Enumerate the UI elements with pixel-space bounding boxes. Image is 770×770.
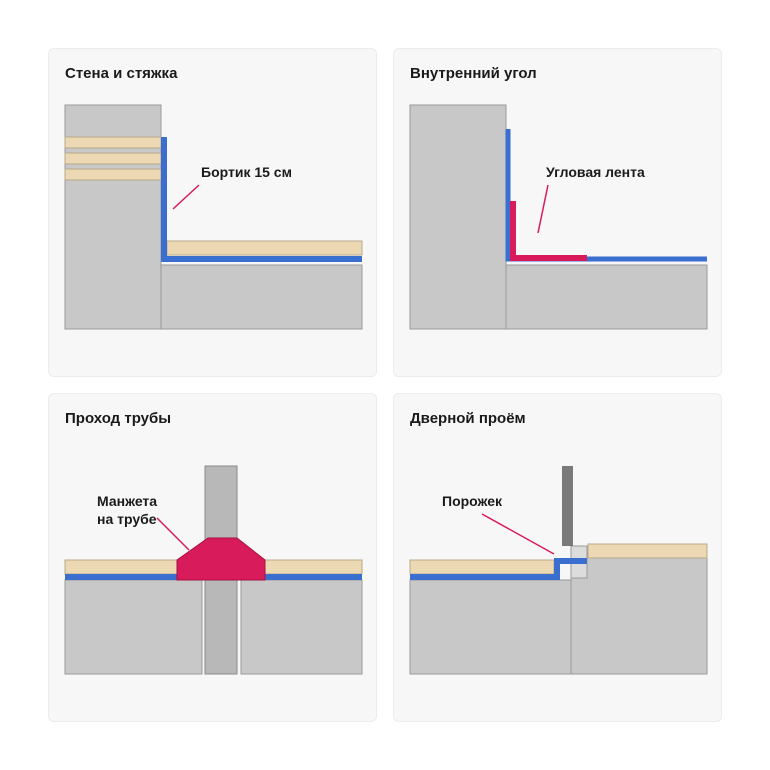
screed-bathroom: [409, 559, 555, 575]
floor-slab-right: [240, 579, 363, 675]
wall-tile-row: [64, 136, 162, 149]
wall-tile-row: [64, 168, 162, 181]
waterproofing-membrane: [161, 137, 362, 262]
callout-label: Угловая лента: [546, 164, 645, 180]
screed-right: [262, 559, 363, 575]
callout-label-line-1: Манжета: [97, 493, 157, 509]
callout-leader: [481, 513, 555, 555]
panel-pipe-passage: Проход трубы Манжета на трубе: [48, 393, 377, 722]
doorway-diagram: Порожек: [409, 466, 708, 675]
wall: [409, 104, 507, 330]
screed-left: [64, 559, 182, 575]
panel-wall-and-screed: Стена и стяжка Бортик 15 см: [48, 48, 377, 377]
panel-title: Проход трубы: [65, 410, 172, 427]
floor-slab-bathroom: [409, 579, 572, 675]
floor-slab: [160, 264, 363, 330]
pipe-collar: [176, 537, 266, 581]
callout-label: Бортик 15 см: [201, 164, 292, 180]
wall-tile-row: [64, 152, 162, 165]
floor-slab-corridor: [570, 557, 708, 675]
panel-doorway: Дверной проём Порожек: [393, 393, 722, 722]
wall-screed-diagram: Бортик 15 см: [64, 104, 363, 330]
door-frame: [562, 466, 573, 546]
pipe-passage-diagram: Манжета на трубе: [64, 465, 363, 675]
callout-leader: [537, 184, 549, 234]
callout-leader: [156, 517, 190, 551]
floor-slab: [505, 264, 708, 330]
corner-tape: [510, 201, 587, 261]
inner-corner-diagram: Угловая лента: [409, 104, 708, 330]
screed-corridor: [587, 543, 708, 559]
waterproofing-membrane: [410, 558, 587, 580]
panel-title: Стена и стяжка: [65, 65, 178, 82]
callout-label: Порожек: [442, 493, 503, 509]
waterproofing-membrane: [505, 129, 707, 262]
floor-slab-left: [64, 579, 203, 675]
panel-inner-corner: Внутренний угол Угловая лента: [393, 48, 722, 377]
panel-title: Дверной проём: [410, 410, 526, 427]
panel-title: Внутренний угол: [410, 65, 537, 82]
callout-label-line-2: на трубе: [97, 511, 157, 527]
callout-leader: [172, 184, 200, 210]
screed-layer: [166, 240, 363, 256]
